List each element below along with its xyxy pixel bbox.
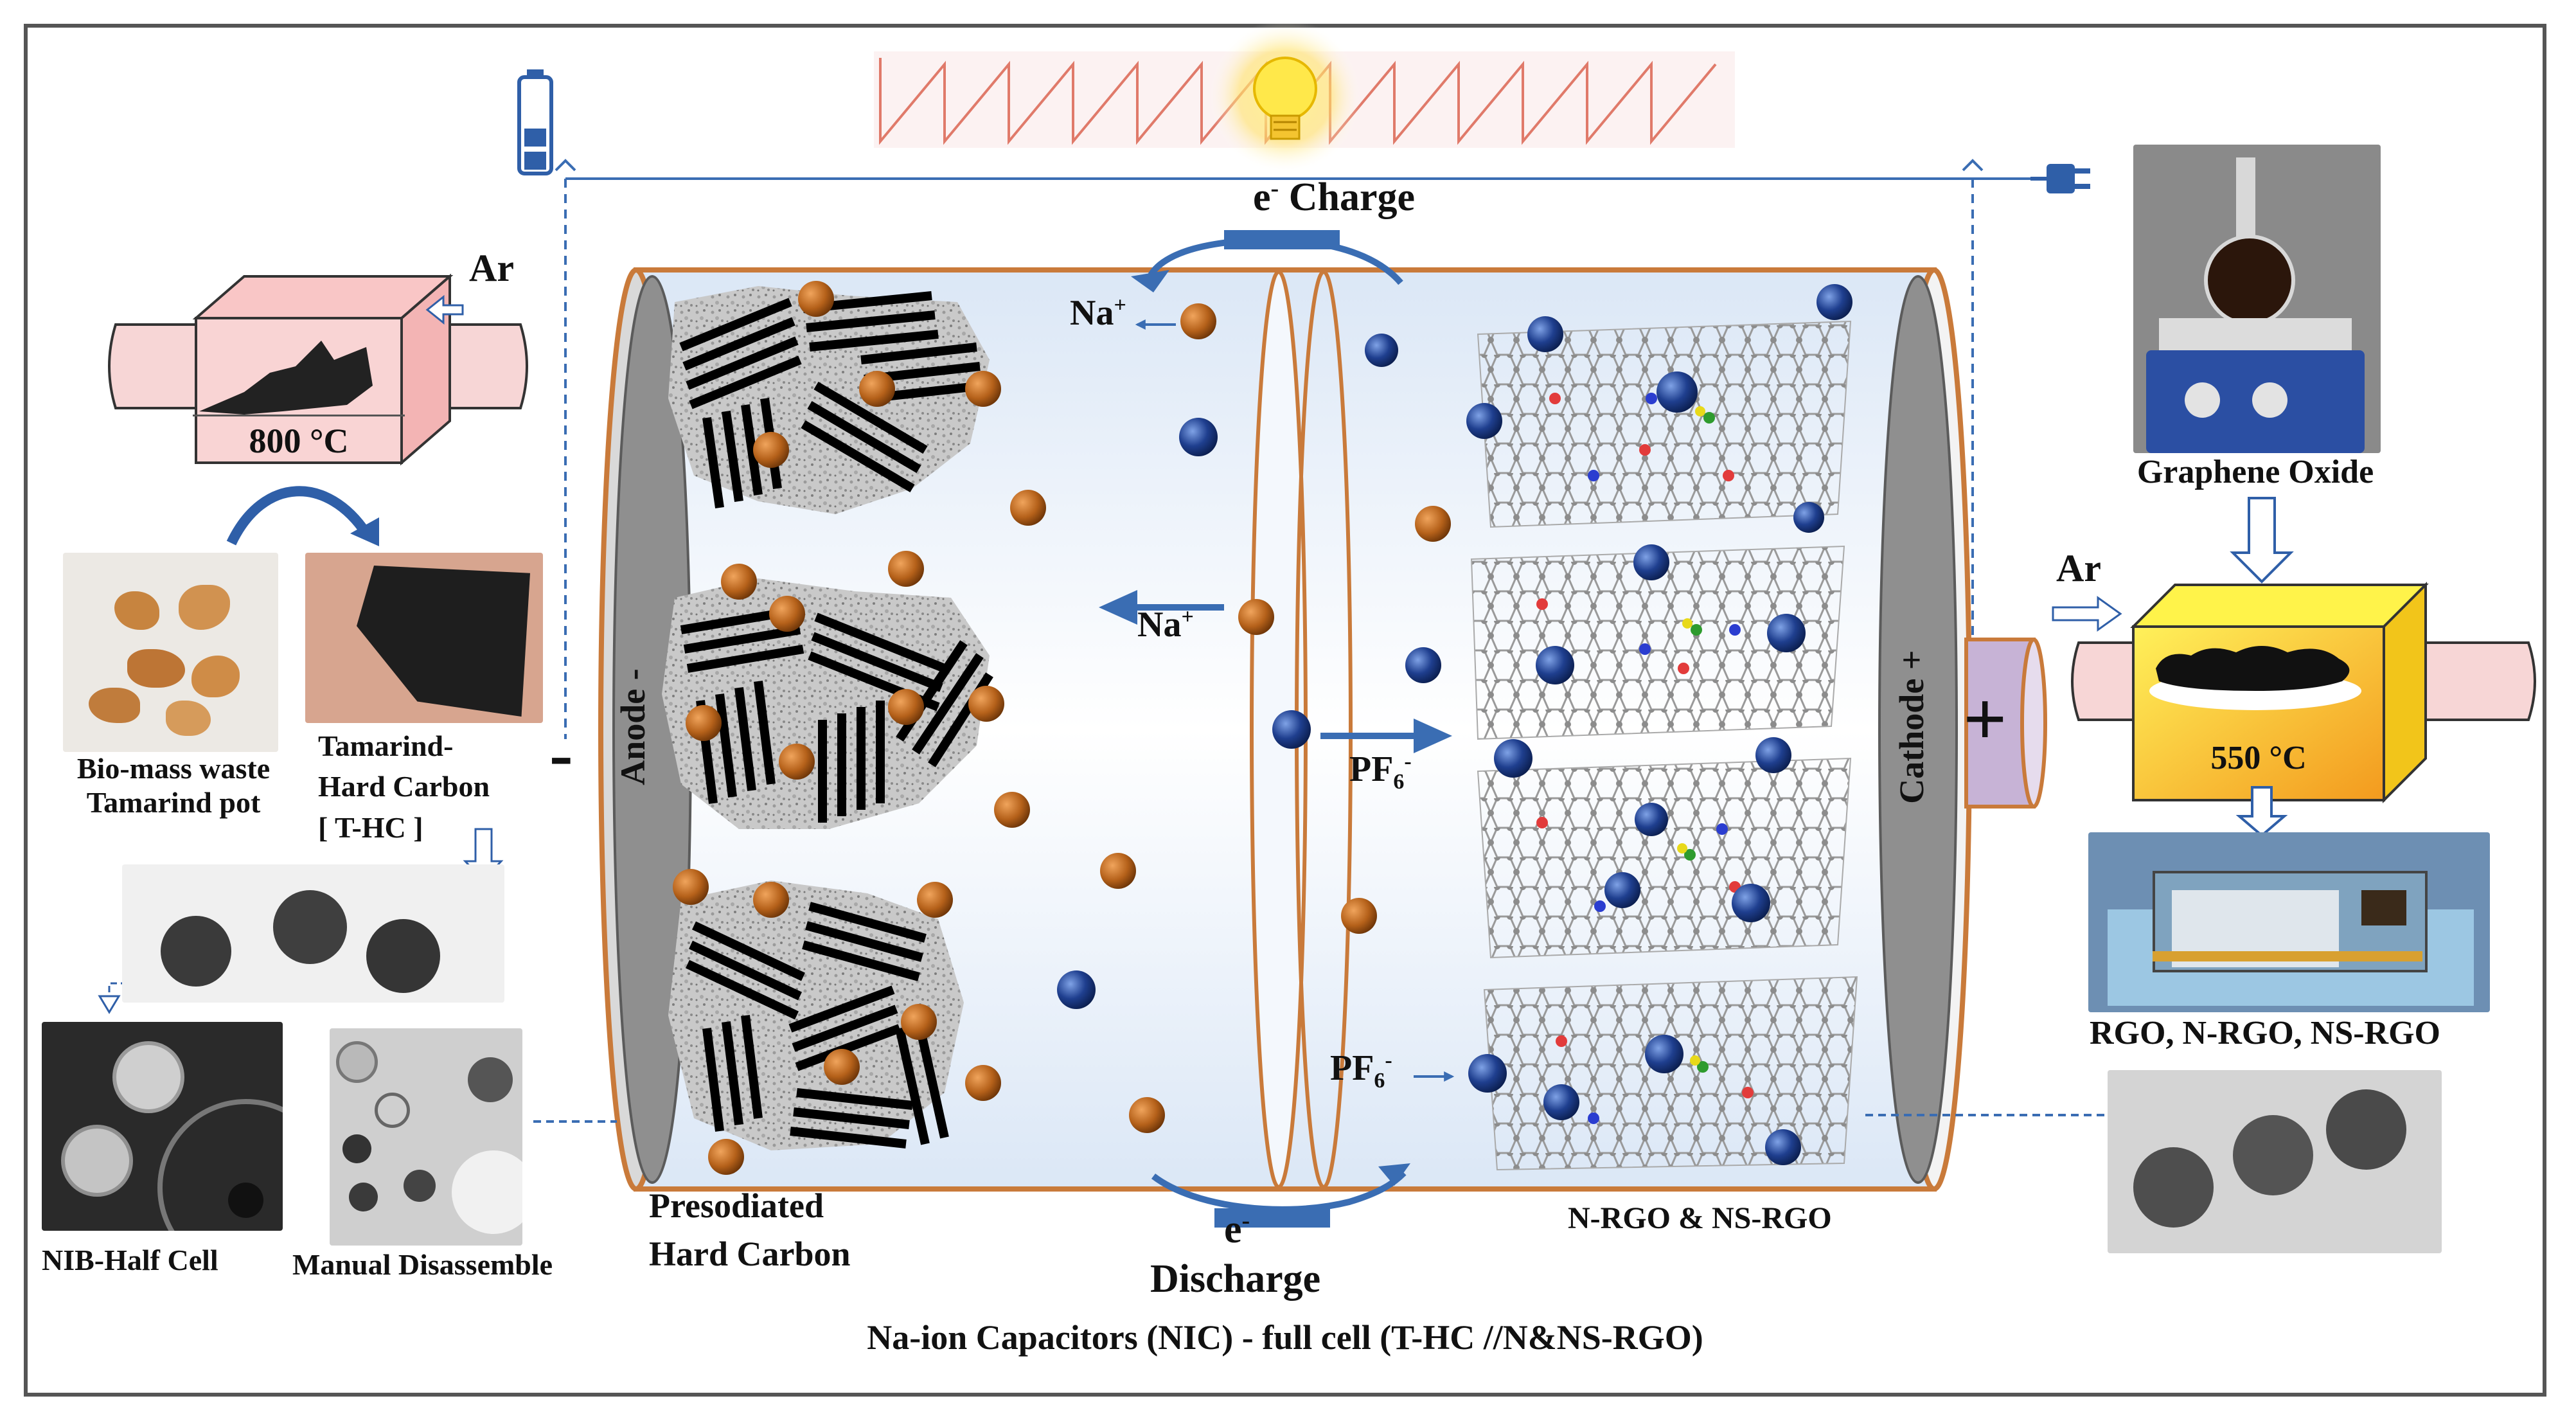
anode-material-line1: Presodiated xyxy=(649,1186,824,1225)
cathode-current-collector xyxy=(1878,274,1959,1184)
hard-carbon-label-2: Hard Carbon xyxy=(318,770,490,803)
anode-current-collector xyxy=(612,274,693,1184)
pf6-ion-particles xyxy=(1057,284,1852,1165)
pf6-sub: 6 xyxy=(1374,1069,1385,1093)
electrode-disc-photo xyxy=(122,864,504,1003)
pf6-label-middle: PF6- xyxy=(1349,749,1412,794)
pf6-symbol: PF xyxy=(1349,749,1394,789)
cathode-disc-photo xyxy=(2108,1070,2442,1253)
plus-sign: + xyxy=(1963,676,2007,762)
graphene-sheet xyxy=(1470,320,1858,1171)
pf6-symbol: PF xyxy=(1330,1048,1374,1088)
half-cell-photo xyxy=(42,1022,283,1231)
tamarind-shell-photo xyxy=(63,553,278,752)
hard-carbon-label-1: Tamarind- xyxy=(318,729,454,762)
na-symbol: Na xyxy=(1070,293,1114,333)
left-furnace xyxy=(108,273,528,466)
pf6-charge: - xyxy=(1385,1048,1392,1073)
film-coater-photo xyxy=(2088,832,2490,1012)
pf6-charge: - xyxy=(1404,749,1412,774)
disassembly-photo xyxy=(330,1028,522,1246)
electron-charge: - xyxy=(1241,1207,1250,1235)
transport-arrows xyxy=(1099,230,1455,1228)
left-gas-label: Ar xyxy=(469,247,514,289)
rgo-label: RGO, N-RGO, NS-RGO xyxy=(2090,1015,2440,1051)
plug-icon xyxy=(2030,164,2090,193)
right-furnace xyxy=(2071,582,2536,803)
minus-sign: - xyxy=(549,715,573,793)
discharge-electron-group: e- xyxy=(1224,1207,1250,1253)
na-charge: + xyxy=(1114,293,1126,317)
na-ion-label-top: Na+ xyxy=(1070,292,1126,334)
electron-symbol: e xyxy=(1253,175,1271,219)
disassemble-label: Manual Disassemble xyxy=(292,1248,553,1281)
electron-charge: - xyxy=(1270,175,1279,202)
graphene-oxide-setup-photo xyxy=(2133,145,2381,453)
cathode-label: Cathode + xyxy=(1892,650,1931,804)
light-bulb-icon xyxy=(1208,19,1362,174)
discharge-label: Discharge xyxy=(1150,1257,1321,1301)
electron-symbol: e xyxy=(1224,1208,1242,1251)
charge-label-group: e- Charge xyxy=(1253,175,1415,220)
hard-carbon-cluster xyxy=(662,286,993,1150)
left-furnace-temp: 800 °C xyxy=(249,422,349,460)
hard-carbon-label-3: [ T-HC ] xyxy=(318,811,423,844)
pf6-sub: 6 xyxy=(1393,770,1405,794)
na-charge: + xyxy=(1181,605,1194,629)
hard-carbon-photo xyxy=(305,553,543,723)
half-cell-label: NIB-Half Cell xyxy=(42,1244,218,1276)
charge-label: Charge xyxy=(1288,175,1415,219)
curved-arrow-icon xyxy=(226,486,371,546)
diagram-caption: Na-ion Capacitors (NIC) - full cell (T-H… xyxy=(867,1318,1703,1357)
pf6-label-bottom: PF6- xyxy=(1330,1048,1392,1093)
na-ion-label-middle: Na+ xyxy=(1137,604,1194,645)
anode-label: Anode - xyxy=(613,668,652,785)
right-gas-label: Ar xyxy=(2056,547,2101,589)
na-symbol: Na xyxy=(1137,605,1182,645)
anode-material-line2: Hard Carbon xyxy=(649,1235,851,1273)
biomass-label: Bio-mass waste Tamarind pot xyxy=(76,752,271,819)
graphene-oxide-label: Graphene Oxide xyxy=(2136,454,2374,490)
cathode-material-label: N-RGO & NS-RGO xyxy=(1568,1201,1832,1235)
battery-icon xyxy=(517,69,553,175)
right-furnace-temp: 550 °C xyxy=(2210,740,2307,776)
na-ion-particles xyxy=(673,281,1451,1175)
